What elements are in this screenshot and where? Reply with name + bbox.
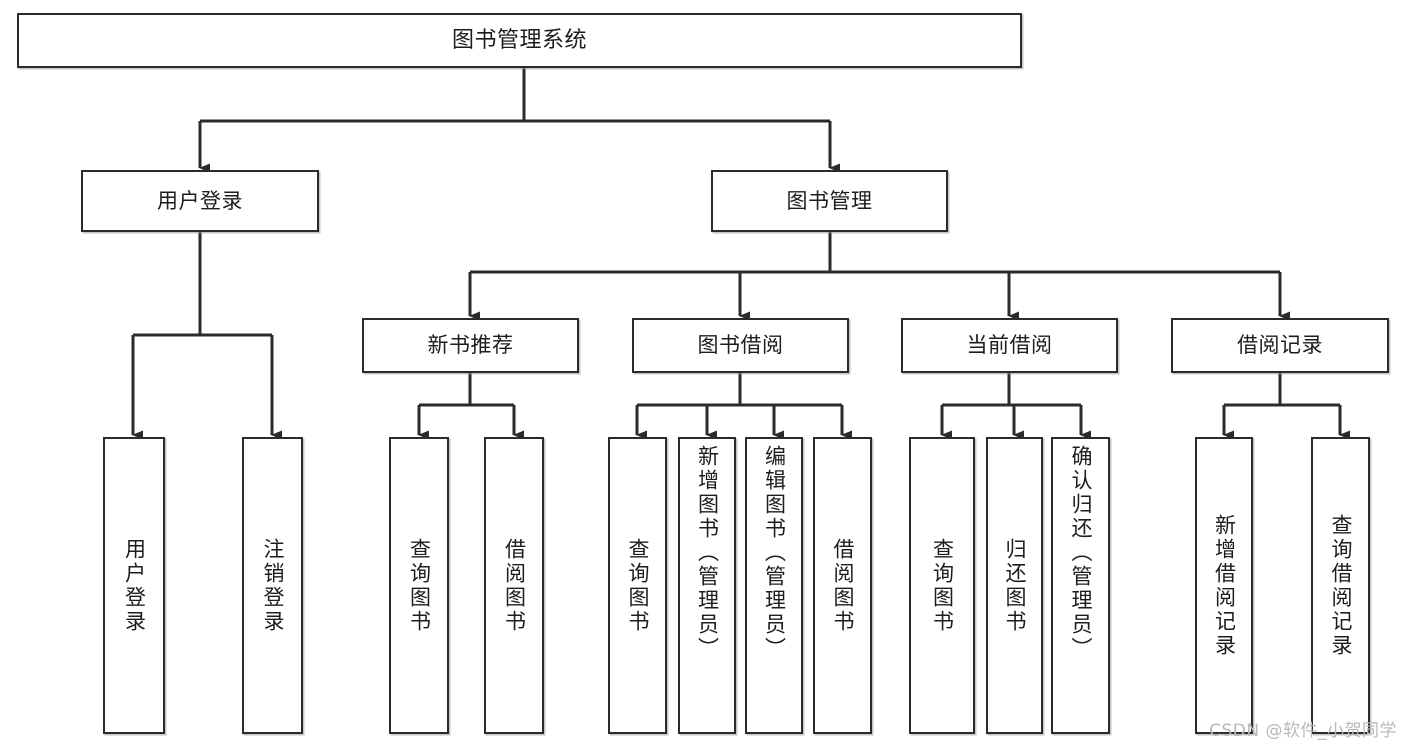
node-label: 借阅图书 (831, 537, 855, 634)
leaf-user-logout[interactable]: 注销登录 (242, 437, 303, 734)
leaf-edit-book-admin[interactable]: 编辑图书（管理员） (745, 437, 803, 734)
node-label: 新书推荐 (427, 333, 514, 358)
node-label: 当前借阅 (966, 333, 1053, 358)
node-label: 查询图书 (626, 537, 650, 634)
node-label: 图书借阅 (697, 333, 784, 358)
leaf-query-book-current[interactable]: 查询图书 (909, 437, 975, 734)
node-root-system[interactable]: 图书管理系统 (17, 13, 1022, 68)
leaf-confirm-return-admin[interactable]: 确认归还（管理员） (1051, 437, 1110, 734)
leaf-add-borrow-record[interactable]: 新增借阅记录 (1195, 437, 1253, 734)
node-label: 图书管理系统 (451, 27, 587, 53)
node-label: 查询图书 (930, 537, 955, 634)
leaf-borrow-book[interactable]: 借阅图书 (813, 437, 872, 734)
node-label: 图书管理 (786, 188, 873, 213)
leaf-query-book-recommend[interactable]: 查询图书 (389, 437, 449, 734)
connector-lines (131, 68, 1350, 440)
node-label: 确认归还（管理员） (1069, 445, 1093, 661)
leaf-user-login[interactable]: 用户登录 (103, 437, 165, 734)
leaf-query-borrow-record[interactable]: 查询借阅记录 (1311, 437, 1370, 734)
node-user-login[interactable]: 用户登录 (81, 170, 319, 232)
leaf-return-book[interactable]: 归还图书 (986, 437, 1043, 734)
node-new-book-recommend[interactable]: 新书推荐 (362, 318, 579, 373)
node-label: 归还图书 (1003, 537, 1027, 634)
node-label: 借阅图书 (502, 537, 527, 634)
node-label: 借阅记录 (1237, 333, 1323, 358)
node-label: 新增借阅记录 (1212, 513, 1237, 658)
node-label: 用户登录 (157, 188, 243, 213)
leaf-borrow-book-recommend[interactable]: 借阅图书 (484, 437, 544, 734)
node-label: 注销登录 (261, 537, 285, 634)
node-borrow-record[interactable]: 借阅记录 (1171, 318, 1389, 373)
node-label: 新增图书（管理员） (695, 445, 720, 661)
node-label: 查询借阅记录 (1329, 513, 1353, 658)
node-book-management[interactable]: 图书管理 (711, 170, 948, 232)
node-label: 用户登录 (122, 537, 147, 634)
node-book-borrow[interactable]: 图书借阅 (632, 318, 849, 373)
node-current-borrow[interactable]: 当前借阅 (901, 318, 1118, 373)
node-label: 编辑图书（管理员） (762, 445, 787, 661)
node-label: 查询图书 (407, 537, 432, 634)
leaf-query-book-borrow[interactable]: 查询图书 (608, 437, 667, 734)
leaf-add-book-admin[interactable]: 新增图书（管理员） (678, 437, 736, 734)
